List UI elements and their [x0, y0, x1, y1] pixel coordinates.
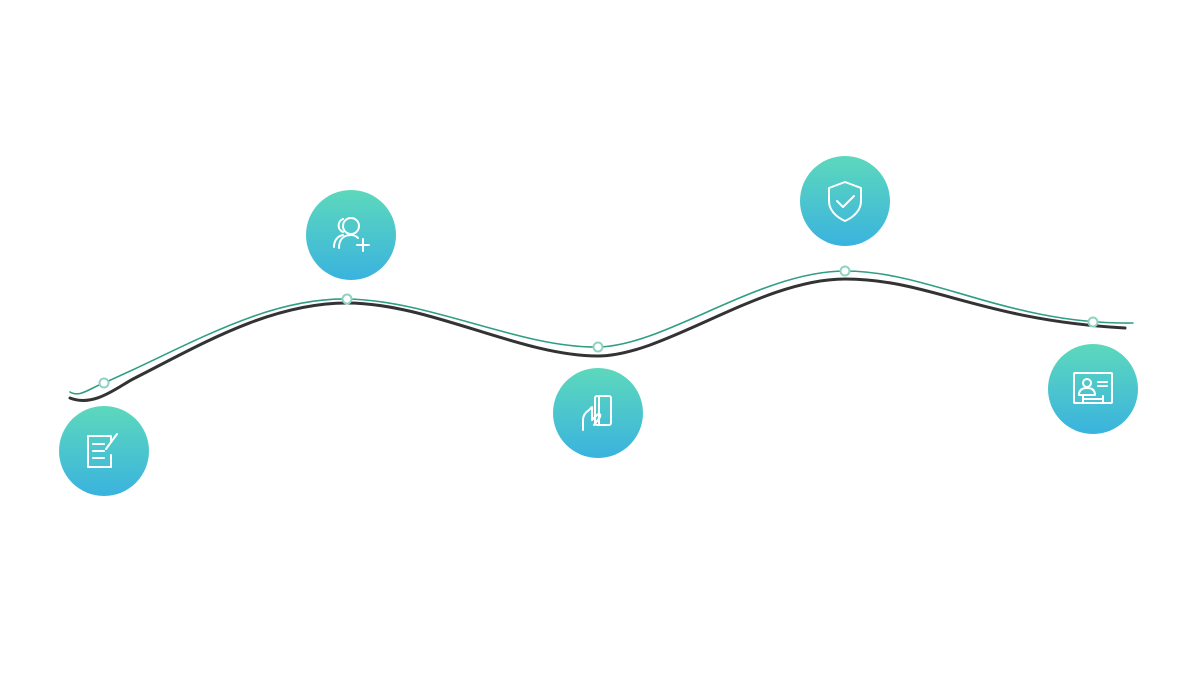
step-3-circle[interactable] [553, 368, 643, 458]
step-2-circle[interactable] [306, 190, 396, 280]
timeline-marker-1 [98, 377, 110, 389]
timeline-marker-2 [341, 293, 353, 305]
step-1-circle[interactable] [59, 406, 149, 496]
step-4-circle[interactable] [800, 156, 890, 246]
timeline-markers [98, 265, 1099, 389]
timeline-marker-4 [839, 265, 851, 277]
hand-holding-card-icon [582, 395, 612, 431]
step-5-circle[interactable] [1048, 344, 1138, 434]
add-user-icon [333, 217, 370, 252]
timeline-marker-3 [592, 341, 604, 353]
timeline-curve-main [68, 277, 1127, 402]
timeline-marker-5 [1087, 316, 1099, 328]
timeline-curve-accent [69, 270, 1134, 395]
shield-check-icon [828, 181, 862, 222]
notepad-pencil-icon [87, 433, 118, 468]
id-card-icon [1073, 372, 1113, 404]
